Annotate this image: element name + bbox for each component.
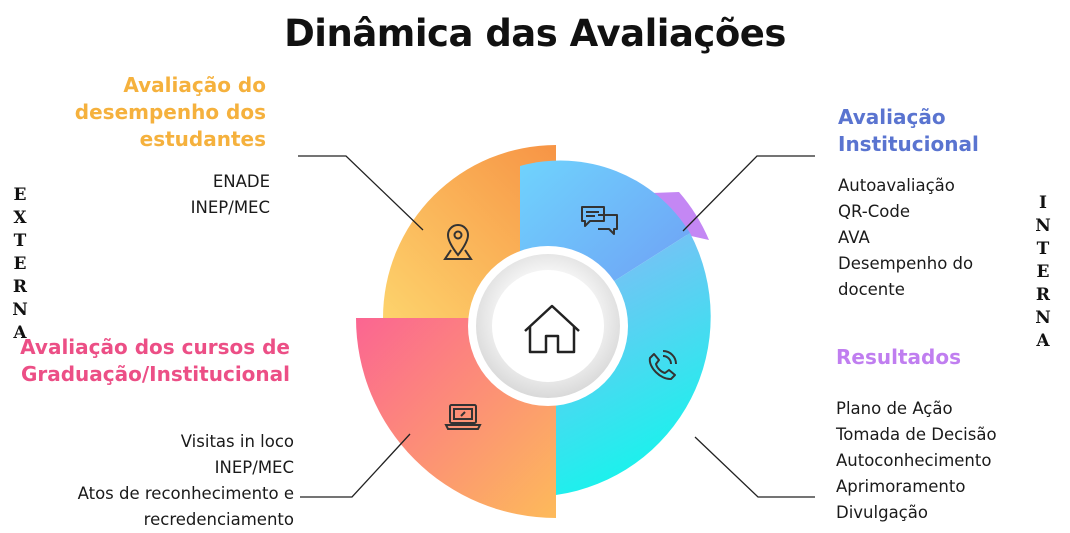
list-item: Plano de Ação xyxy=(836,399,953,418)
side-letter: N xyxy=(1035,308,1051,328)
side-letter: A xyxy=(13,323,27,343)
list-item: Desempenho do xyxy=(838,254,974,273)
students-items: ENADE INEP/MEC xyxy=(191,169,270,221)
side-letter: E xyxy=(13,254,27,274)
side-letter: N xyxy=(1035,216,1051,236)
courses-items: Visitas in loco INEP/MEC Atos de reconhe… xyxy=(78,429,294,533)
institutional-heading: Avaliação Institucional xyxy=(838,104,979,158)
connector-results xyxy=(694,436,815,498)
side-letter: X xyxy=(13,208,27,228)
heading-line: Graduação/Institucional xyxy=(20,362,290,386)
side-letter: T xyxy=(13,231,27,251)
side-letter: I xyxy=(1039,193,1047,213)
side-letter: R xyxy=(1035,285,1051,305)
side-letter: R xyxy=(12,277,28,297)
phone-icon xyxy=(648,350,677,381)
map-pin-icon xyxy=(443,224,473,260)
students-heading: Avaliação do desempenho dos estudantes xyxy=(75,72,266,153)
list-item: INEP/MEC xyxy=(190,198,270,217)
side-letter: A xyxy=(1036,331,1050,351)
center-hub-inner xyxy=(492,270,604,382)
list-item: Divulgação xyxy=(836,503,928,522)
list-item: docente xyxy=(838,280,905,299)
list-item: ENADE xyxy=(212,172,270,191)
heading-line: Avaliação dos cursos de xyxy=(20,335,290,359)
connector-courses xyxy=(300,433,411,498)
list-item: AVA xyxy=(838,228,870,247)
list-item: Atos de reconhecimento e xyxy=(77,484,294,503)
list-item: QR-Code xyxy=(838,202,910,221)
side-label-interna: I N T E R N A xyxy=(1033,192,1053,353)
chat-bubbles-icon xyxy=(581,206,618,235)
side-letter: E xyxy=(1036,262,1050,282)
side-letter: E xyxy=(13,185,27,205)
connector-institutional xyxy=(682,155,815,232)
institutional-items: Autoavaliação QR-Code AVA Desempenho do … xyxy=(838,173,973,303)
list-item: Autoavaliação xyxy=(838,176,955,195)
heading-line: Resultados xyxy=(836,345,961,369)
heading-line: Avaliação do xyxy=(123,73,266,97)
laptop-icon xyxy=(444,404,482,430)
list-item: Autoconhecimento xyxy=(836,451,992,470)
list-item: INEP/MEC xyxy=(214,458,294,477)
side-letter: N xyxy=(12,300,28,320)
heading-line: Institucional xyxy=(838,132,979,156)
list-item: Aprimoramento xyxy=(836,477,966,496)
page-title: Dinâmica das Avaliações xyxy=(284,12,786,55)
list-item: Visitas in loco xyxy=(180,432,294,451)
results-items: Plano de Ação Tomada de Decisão Autoconh… xyxy=(836,396,997,526)
side-letter: T xyxy=(1036,239,1050,259)
heading-line: Avaliação xyxy=(838,105,946,129)
list-item: Tomada de Decisão xyxy=(836,425,997,444)
list-item: recredenciamento xyxy=(143,510,294,529)
side-label-externa: E X T E R N A xyxy=(10,184,30,345)
connector-students xyxy=(298,155,424,231)
heading-line: estudantes xyxy=(139,127,266,151)
results-heading: Resultados xyxy=(836,344,961,371)
heading-line: desempenho dos xyxy=(74,100,266,124)
courses-heading: Avaliação dos cursos de Graduação/Instit… xyxy=(20,334,290,388)
home-icon xyxy=(524,304,580,354)
